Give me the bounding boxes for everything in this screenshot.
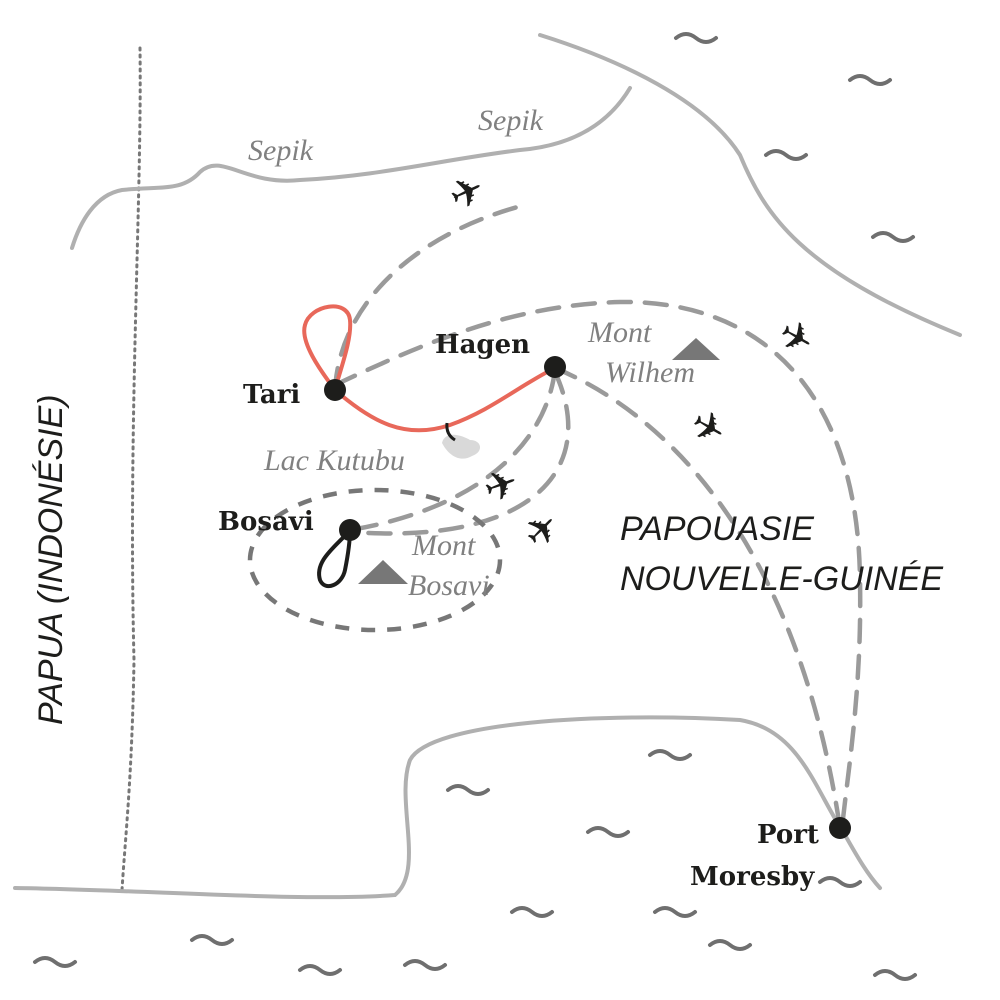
- flight-route-tari-port-moresby: [332, 299, 863, 831]
- flight-route-hagen-port-moresby: [552, 365, 843, 831]
- hagen-marker: [544, 356, 566, 378]
- mont-bosavi-icon: [358, 560, 408, 584]
- plane-icon: ✈: [682, 400, 734, 457]
- plane-icon: ✈: [514, 502, 570, 558]
- flight-route-hagen-bosavi-2: [349, 369, 571, 536]
- papua-label: PAPUA (INDONÉSIE): [32, 394, 70, 725]
- lac-kutubu-label: Lac Kutubu: [263, 444, 405, 477]
- mont-wilhem-icon: [672, 338, 720, 360]
- north-coast: [538, 33, 962, 337]
- bosavi-loop-route: [247, 487, 503, 633]
- bosavi-marker: [339, 519, 361, 541]
- bosavi-trek-loop: [317, 528, 352, 589]
- tari-label: Tari: [243, 380, 300, 410]
- mont-bosavi-label-2: Bosavi: [408, 569, 490, 602]
- plane-icon: ✈: [442, 165, 492, 221]
- port-moresby-label: Port: [757, 820, 819, 850]
- port-moresby-marker: [829, 817, 851, 839]
- flight-route-tari-north: [332, 202, 528, 393]
- trek-route: [302, 304, 556, 433]
- mont-wilhem-label-2: Wilhem: [605, 356, 695, 389]
- lake-link: [445, 422, 456, 442]
- mont-wilhem-label: Mont: [587, 316, 652, 349]
- bosavi-label: Bosavi: [218, 507, 314, 537]
- border-line: [120, 46, 142, 892]
- png-label: PAPOUASIE: [620, 510, 814, 548]
- hagen-label: Hagen: [435, 330, 530, 360]
- south-coast: [13, 715, 882, 900]
- sepik-river: [70, 86, 632, 250]
- mont-bosavi-label: Mont: [411, 529, 476, 562]
- sepik-label-2: Sepik: [478, 104, 544, 137]
- flight-route-hagen-bosavi-1: [347, 367, 558, 533]
- tari-marker: [324, 379, 346, 401]
- png-label-2: NOUVELLE-GUINÉE: [620, 560, 943, 598]
- port-moresby-label-2: Moresby: [690, 862, 815, 892]
- sea-waves: [33, 32, 917, 981]
- sepik-label: Sepik: [248, 134, 314, 167]
- lac-kutubu-lake: [442, 434, 481, 459]
